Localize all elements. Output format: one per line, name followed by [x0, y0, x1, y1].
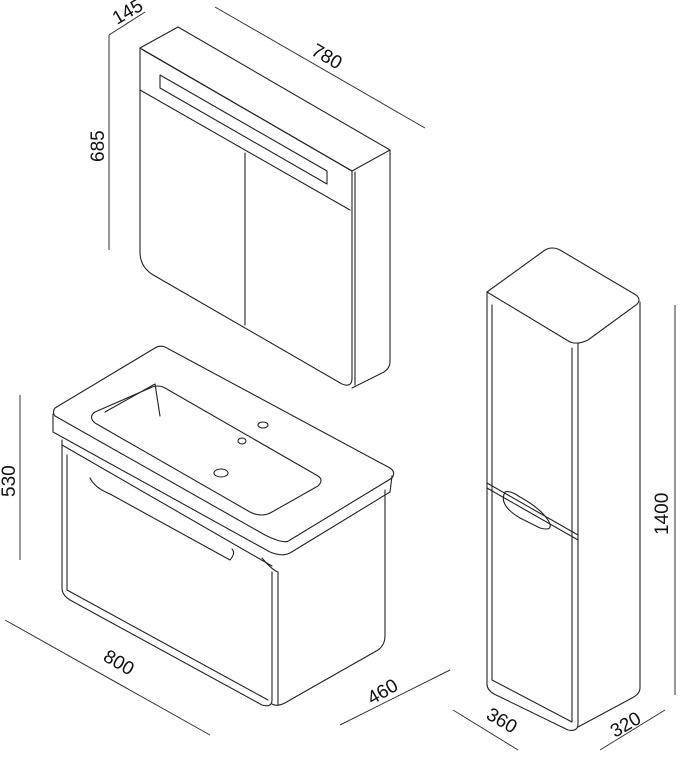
mirror-cabinet: [139, 26, 391, 389]
vanity-height-label: 530: [0, 465, 20, 497]
mirror-dimension-lines: [108, 6, 426, 250]
mirror-depth-label: 145: [109, 0, 147, 29]
tall-cabinet-depth-label: 320: [607, 708, 645, 742]
tall-cabinet-width-label: 360: [483, 704, 521, 738]
vanity-dimension-lines: [4, 395, 451, 736]
tall-cabinet-height-label: 1400: [652, 493, 673, 535]
tall-cabinet-dimension-lines: [452, 305, 676, 751]
mirror-width-label: 780: [308, 40, 346, 74]
tall-cabinet: [486, 247, 641, 731]
vanity-depth-label: 460: [364, 675, 402, 709]
vanity-unit: [52, 345, 395, 707]
mirror-height-label: 685: [88, 130, 109, 162]
vanity-width-label: 800: [100, 646, 138, 680]
